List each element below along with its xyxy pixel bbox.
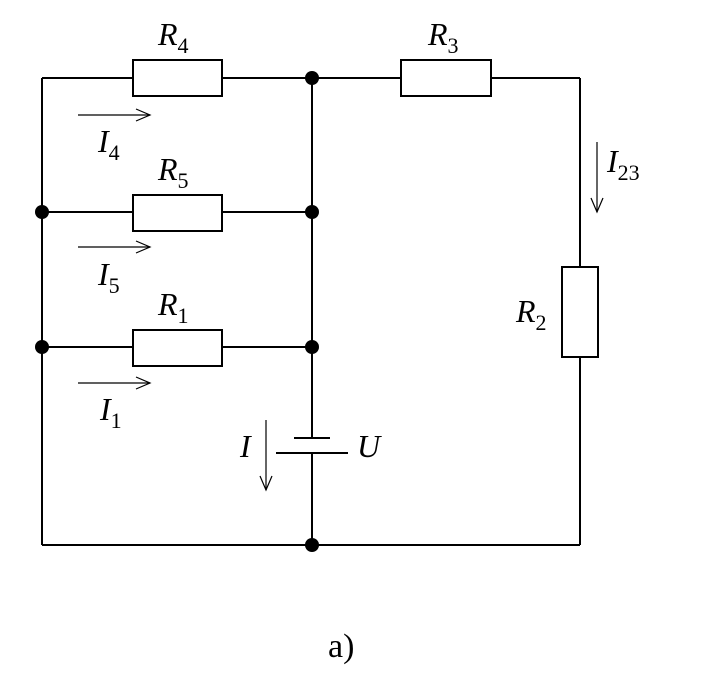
- current-arrow-i: [259, 420, 273, 492]
- resistor-r3: [400, 59, 492, 97]
- junction-node: [305, 71, 319, 85]
- label-r1: R1: [157, 286, 189, 328]
- resistor-r1: [132, 329, 223, 367]
- resistor-r5: [132, 194, 223, 232]
- label-r4: R4: [157, 16, 189, 58]
- junction-node: [35, 340, 49, 354]
- label-r2: R2: [515, 293, 547, 335]
- resistor-r2: [561, 266, 599, 358]
- junction-node: [305, 538, 319, 552]
- label-r3: R3: [427, 16, 459, 58]
- label-i5: I5: [97, 256, 120, 298]
- current-arrow-i5: [78, 240, 152, 254]
- junction-node: [305, 340, 319, 354]
- current-arrow-i1: [78, 376, 152, 390]
- junction-node: [35, 205, 49, 219]
- junction-nodes: [35, 71, 319, 552]
- voltage-source: [276, 437, 348, 454]
- junction-node: [305, 205, 319, 219]
- label-i: I: [239, 428, 252, 464]
- label-i4: I4: [97, 123, 120, 165]
- resistor-r4: [132, 59, 223, 97]
- wires: [41, 77, 581, 546]
- label-u: U: [357, 428, 382, 464]
- label-i23: I23: [606, 143, 640, 185]
- current-arrow-i4: [78, 108, 152, 122]
- label-i1: I1: [99, 391, 122, 433]
- current-arrow-i23: [590, 142, 604, 214]
- label-r5: R5: [157, 151, 189, 193]
- figure-caption: a): [328, 628, 354, 665]
